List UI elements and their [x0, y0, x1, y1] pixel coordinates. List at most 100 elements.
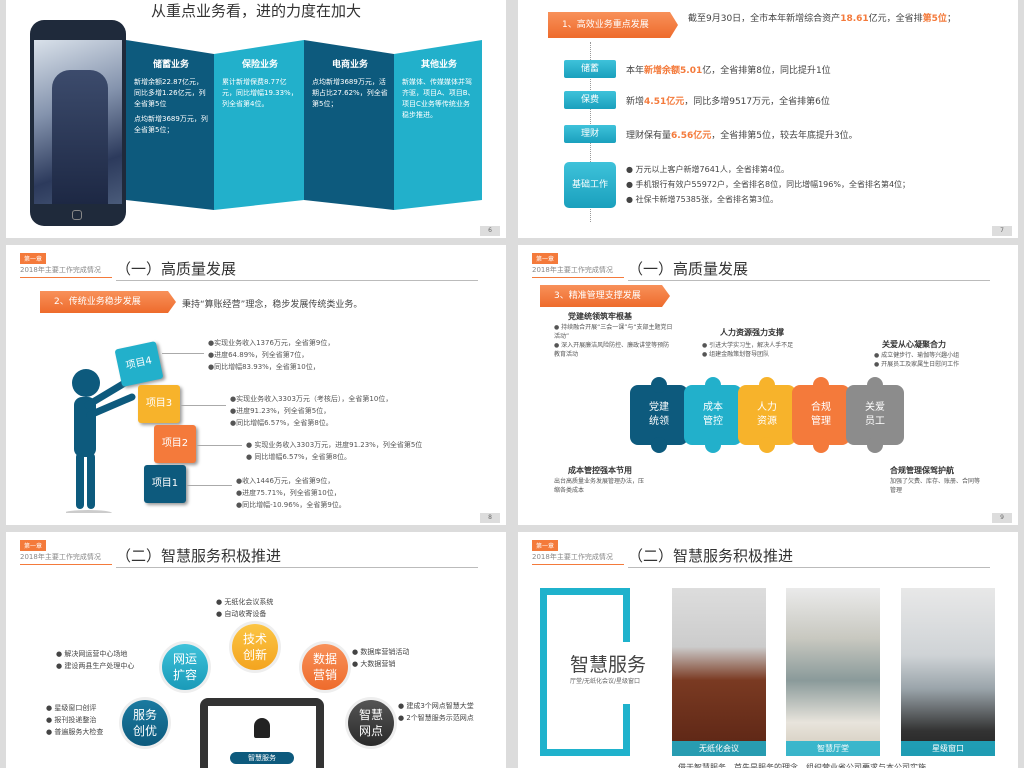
chapter-tag: 第一章	[20, 253, 47, 264]
callout-text: ● 引进大学实习生，解决人手不足● 组建金融策划督导团队	[702, 342, 794, 358]
slide-header: 第一章 2018年主要工作完成情况 （一）高质量发展	[532, 253, 992, 281]
smart-outlets-list: ● 建成3个网点智慧大堂● 2个智慧服务示范网点	[398, 702, 474, 722]
slide-title: （一）高质量发展	[116, 258, 478, 281]
chapter-tag: 第一章	[532, 540, 559, 551]
callout-title: 人力资源强力支撑	[720, 328, 784, 337]
slide-7[interactable]: 1、高效业务重点发展 截至9月30日，全市本年新增综合资产18.61亿元，全省排…	[518, 0, 1018, 238]
slide-8[interactable]: 第一章 2018年主要工作完成情况 （一）高质量发展 2、传统业务稳步发展 秉持…	[6, 245, 506, 525]
panel-other: 其他业务 新媒体、传媒媒体并驾齐驱，项目A、项目B、项目C业务等传统业务稳步推进…	[394, 40, 482, 210]
project-1-details: ●收入1446万元，全省第9位，●进度75.71%，列全省第10位，●同比增幅-…	[236, 477, 346, 509]
circle-tech-innovation: 技术 创新	[232, 624, 278, 670]
photo-caption: 智慧厅堂	[786, 741, 880, 756]
circle-smart-outlets: 智慧 网点	[348, 700, 394, 746]
circle-data-marketing: 数据 营销	[302, 644, 348, 690]
badge-savings: 储蓄	[564, 60, 616, 78]
panel-title: 储蓄业务	[152, 60, 189, 70]
photo-caption: 无纸化会议	[672, 741, 766, 756]
data-marketing-list: ● 数据库营销活动● 大数据营销	[352, 648, 410, 668]
slide-title: （一）高质量发展	[628, 258, 990, 281]
callout-text: 出台高质量业务发展管理办法，压缩各类成本	[554, 478, 645, 494]
smart-service-title: 智慧服务	[570, 654, 647, 676]
photo-smart-hall: 智慧厅堂	[786, 588, 880, 756]
callout-title: 合规管理保驾护航	[890, 466, 954, 475]
page-number: 9	[992, 513, 1012, 523]
project-3-box: 项目3	[138, 385, 180, 423]
project-4-box: 项目4	[114, 341, 164, 387]
panel-ecommerce: 电商业务 点均新增3689万元，活期占比27.62%，列全省第5位；	[304, 40, 394, 210]
intro-text: 截至9月30日，全市本年新增综合资产18.61亿元，全省排第5位；	[688, 14, 956, 24]
callout-text: ● 持续融合开展“三会一课”与“支部主题党日活动”● 深入开展廉洁风险防控、廉政…	[554, 324, 673, 358]
puzzle-cost-control: 成本 管控	[684, 377, 742, 453]
panel-text: 累计新增保费8.77亿元，同比增幅19.33%，列全省第4位。	[222, 78, 298, 108]
callout-title: 党建统领筑牢根基	[568, 312, 632, 321]
intro-text: 秉持“算账经营”理念，稳步发展传统类业务。	[182, 300, 363, 310]
section-banner: 2、传统业务稳步发展	[40, 291, 176, 313]
photo-caption: 星级窗口	[901, 741, 995, 756]
page-number: 6	[480, 226, 500, 236]
page-number: 7	[992, 226, 1012, 236]
smart-service-subtitle: 厅堂/无纸化会议/星级窗口	[570, 678, 641, 685]
panel-text: 点均新增3689万元，列全省第5位；	[134, 115, 208, 134]
slide-header: 第一章 2018年主要工作完成情况 （一）高质量发展	[20, 253, 480, 281]
panel-insurance: 保险业务 累计新增保费8.77亿元，同比增幅19.33%，列全省第4位。	[214, 40, 304, 210]
row-text: 本年新增余额5.01亿，全省排第8位，同比提升1位	[626, 66, 831, 76]
tech-innovation-list: ● 无纸化会议系统● 自动收寄设备	[216, 598, 274, 618]
slide-header: 第一章 2018年主要工作完成情况 （二）智慧服务积极推进	[20, 540, 480, 568]
slide-6[interactable]: 从重点业务看，进的力度在加大 储蓄业务 新增余额22.87亿元，同比多增1.26…	[6, 0, 506, 238]
tablet-illustration: 智慧服务	[200, 698, 324, 768]
panel-title: 保险业务	[241, 60, 278, 70]
badge-basic-work: 基础工作	[564, 162, 616, 208]
puzzle-human-resources: 人力 资源	[738, 377, 796, 453]
chapter-tag: 第一章	[532, 253, 559, 264]
slide-10[interactable]: 第一章 2018年主要工作完成情况 （二）智慧服务积极推进 ● 无纸化会议系统●…	[6, 532, 506, 768]
project-4-details: ●实现业务收入1376万元，全省第9位，●进度64.89%，列全省第7位，●同比…	[208, 339, 335, 371]
phone-image	[30, 20, 126, 226]
chapter-subtitle: 2018年主要工作完成情况	[532, 265, 624, 278]
network-expansion-list: ● 解决网运营中心场地● 建设两县生产处理中心	[56, 650, 135, 670]
callout-title: 成本管控强本节用	[568, 466, 632, 475]
row-text: 理财保有量6.56亿元，全省排第5位，较去年底提升3位。	[626, 131, 858, 141]
slide-11[interactable]: 第一章 2018年主要工作完成情况 （二）智慧服务积极推进 智慧服务 厅堂/无纸…	[518, 532, 1018, 768]
smart-service-label: 智慧服务	[230, 752, 294, 764]
section-banner: 3、精准管理支撑发展	[540, 285, 670, 307]
slide-9[interactable]: 第一章 2018年主要工作完成情况 （一）高质量发展 3、精准管理支撑发展 党建…	[518, 245, 1018, 525]
project-1-box: 项目1	[144, 465, 186, 503]
photo-star-window: 星级窗口	[901, 588, 995, 756]
person-figure-icon	[66, 369, 136, 513]
puzzle-employee-care: 关爱 员工	[846, 377, 904, 453]
badge-wealth: 理财	[564, 125, 616, 143]
photo-paperless-meeting: 无纸化会议	[672, 588, 766, 756]
chapter-tag: 第一章	[20, 540, 47, 551]
circle-service-excellence: 服务 创优	[122, 700, 168, 746]
basic-work-list: ● 万元以上客户新增7641人，全省排第4位。 ● 手机银行有效户55972户，…	[626, 165, 911, 204]
project-2-box: 项目2	[154, 425, 196, 463]
panel-title: 其他业务	[420, 60, 457, 70]
circle-network-expansion: 网运 扩容	[162, 644, 208, 690]
panel-title: 电商业务	[331, 60, 368, 70]
project-3-details: ●实现业务收入3303万元（考核后），全省第10位，●进度91.23%，列全省第…	[230, 395, 393, 427]
panel-text: 点均新增3689万元，活期占比27.62%，列全省第5位；	[312, 78, 388, 108]
slide-header: 第一章 2018年主要工作完成情况 （二）智慧服务积极推进	[532, 540, 992, 568]
page-number: 8	[480, 513, 500, 523]
callout-text: 加强了欠费、库存、账册、合同等管理	[890, 478, 981, 494]
badge-premium: 保费	[564, 91, 616, 109]
home-button-icon	[72, 210, 82, 220]
puzzle-party-building: 党建 统领	[630, 377, 688, 453]
service-excellence-list: ● 星级窗口创评● 报刊投递整治● 普遍服务大检查	[46, 704, 104, 736]
panel-savings: 储蓄业务 新增余额22.87亿元，同比多增1.26亿元，列全省第5位 点均新增3…	[126, 40, 214, 210]
chapter-subtitle: 2018年主要工作完成情况	[20, 265, 112, 278]
slide-title: （二）智慧服务积极推进	[628, 545, 990, 568]
callout-text: ● 成立健步行、瑜伽等兴趣小组● 开展员工及家属生日慰问工作	[874, 352, 960, 368]
row-text: 新增4.51亿元，同比多增9517万元，全省排第6位	[626, 97, 830, 107]
chapter-subtitle: 2018年主要工作完成情况	[20, 552, 112, 565]
puzzle-compliance: 合规 管理	[792, 377, 850, 453]
slide-title: 从重点业务看，进的力度在加大	[150, 2, 361, 20]
head-lightbulb-icon	[254, 718, 270, 738]
project-2-details: ● 实现业务收入3303万元，进度91.23%，列全省第5位● 同比增幅6.57…	[246, 441, 423, 461]
callout-title: 关爱从心凝聚合力	[882, 340, 946, 349]
panel-text: 新媒体、传媒媒体并驾齐驱，项目A、项目B、项目C业务等传统业务稳步推进。	[402, 78, 475, 119]
section-banner: 1、高效业务重点发展	[548, 12, 678, 38]
chapter-subtitle: 2018年主要工作完成情况	[532, 552, 624, 565]
bottom-text: 借于智慧服务，首先是服务的理念，组织营业省公司要求与本公司实施	[678, 763, 926, 768]
slide-title: （二）智慧服务积极推进	[116, 545, 478, 568]
